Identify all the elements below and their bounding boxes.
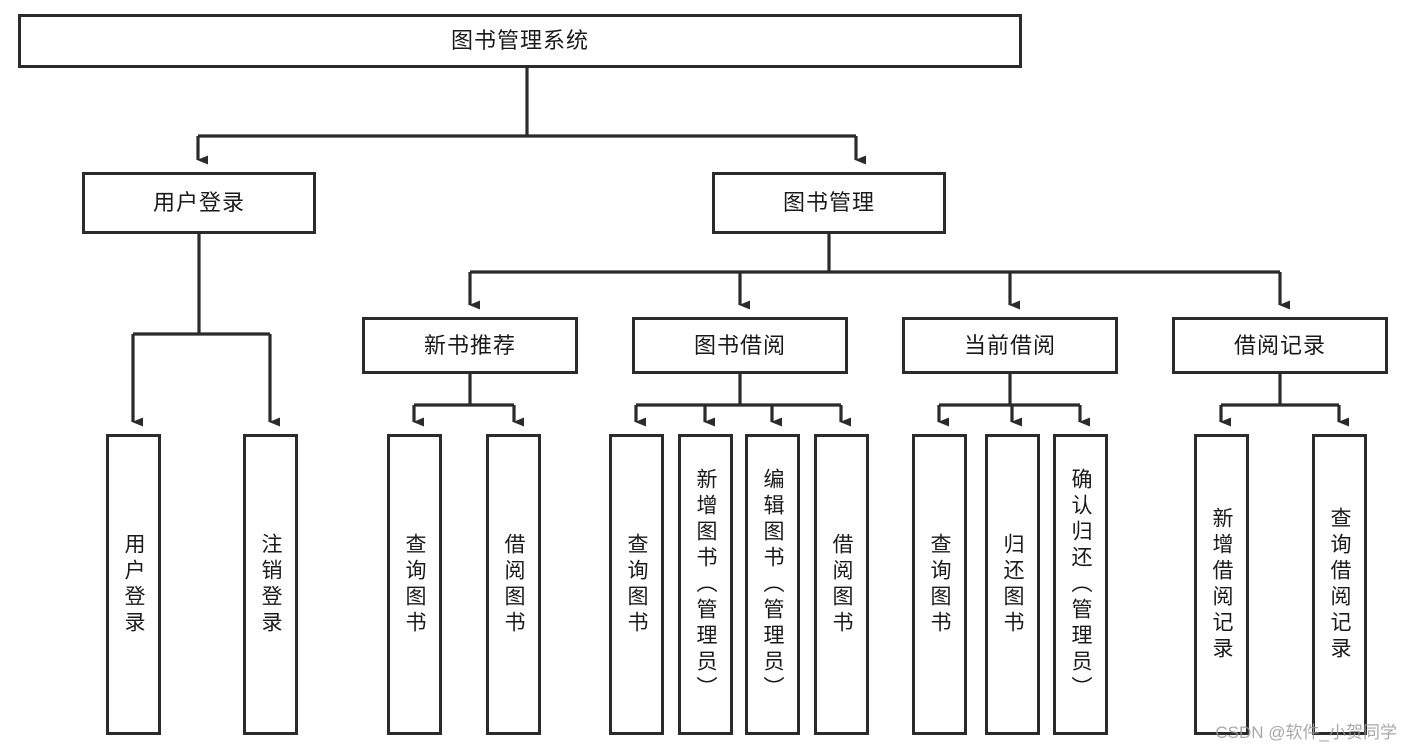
- node-new-book-recommend[interactable]: 新书推荐: [362, 317, 578, 374]
- node-book-borrow[interactable]: 图书借阅: [632, 317, 848, 374]
- node-book-borrow-label: 图书借阅: [693, 332, 786, 358]
- watermark: CSDN @软件_小贺同学: [1215, 723, 1397, 742]
- leaf-query-book-1[interactable]: 查询图书: [387, 434, 442, 735]
- node-new-book-recommend-label: 新书推荐: [423, 332, 516, 358]
- leaf-confirm-return[interactable]: 确认归还（管理员）: [1053, 434, 1108, 735]
- leaf-add-record-label: 新增借阅记录: [1210, 506, 1233, 663]
- leaf-add-book[interactable]: 新增图书（管理员）: [678, 434, 733, 735]
- leaf-return-book[interactable]: 归还图书: [985, 434, 1040, 735]
- leaf-query-book-3[interactable]: 查询图书: [912, 434, 967, 735]
- leaf-query-book-2-label: 查询图书: [625, 532, 648, 637]
- node-current-borrow[interactable]: 当前借阅: [902, 317, 1118, 374]
- node-user-login[interactable]: 用户登录: [82, 172, 316, 234]
- leaf-query-record-label: 查询借阅记录: [1328, 506, 1351, 663]
- node-root-label: 图书管理系统: [450, 28, 589, 54]
- node-borrow-record-label: 借阅记录: [1233, 332, 1326, 358]
- node-book-manage-label: 图书管理: [782, 190, 875, 216]
- leaf-borrow-book-2[interactable]: 借阅图书: [814, 434, 869, 735]
- node-book-manage[interactable]: 图书管理: [712, 172, 946, 234]
- leaf-add-book-label: 新增图书（管理员）: [694, 467, 717, 702]
- leaf-query-record[interactable]: 查询借阅记录: [1312, 434, 1367, 735]
- leaf-query-book-1-label: 查询图书: [403, 532, 426, 637]
- leaf-query-book-3-label: 查询图书: [928, 532, 951, 637]
- node-borrow-record[interactable]: 借阅记录: [1172, 317, 1388, 374]
- leaf-add-record[interactable]: 新增借阅记录: [1194, 434, 1249, 735]
- leaf-user-logout-label: 注销登录: [259, 532, 282, 637]
- leaf-borrow-book-2-label: 借阅图书: [830, 532, 853, 637]
- leaf-edit-book[interactable]: 编辑图书（管理员）: [745, 434, 800, 735]
- leaf-return-book-label: 归还图书: [1001, 532, 1024, 637]
- leaf-edit-book-label: 编辑图书（管理员）: [761, 467, 784, 702]
- node-current-borrow-label: 当前借阅: [963, 332, 1056, 358]
- node-user-login-label: 用户登录: [152, 190, 245, 216]
- leaf-query-book-2[interactable]: 查询图书: [609, 434, 664, 735]
- leaf-borrow-book-1-label: 借阅图书: [502, 532, 525, 637]
- node-root[interactable]: 图书管理系统: [18, 14, 1022, 68]
- leaf-user-login-label: 用户登录: [122, 532, 145, 637]
- leaf-user-login[interactable]: 用户登录: [106, 434, 161, 735]
- leaf-confirm-return-label: 确认归还（管理员）: [1069, 467, 1092, 702]
- leaf-borrow-book-1[interactable]: 借阅图书: [486, 434, 541, 735]
- leaf-user-logout[interactable]: 注销登录: [243, 434, 298, 735]
